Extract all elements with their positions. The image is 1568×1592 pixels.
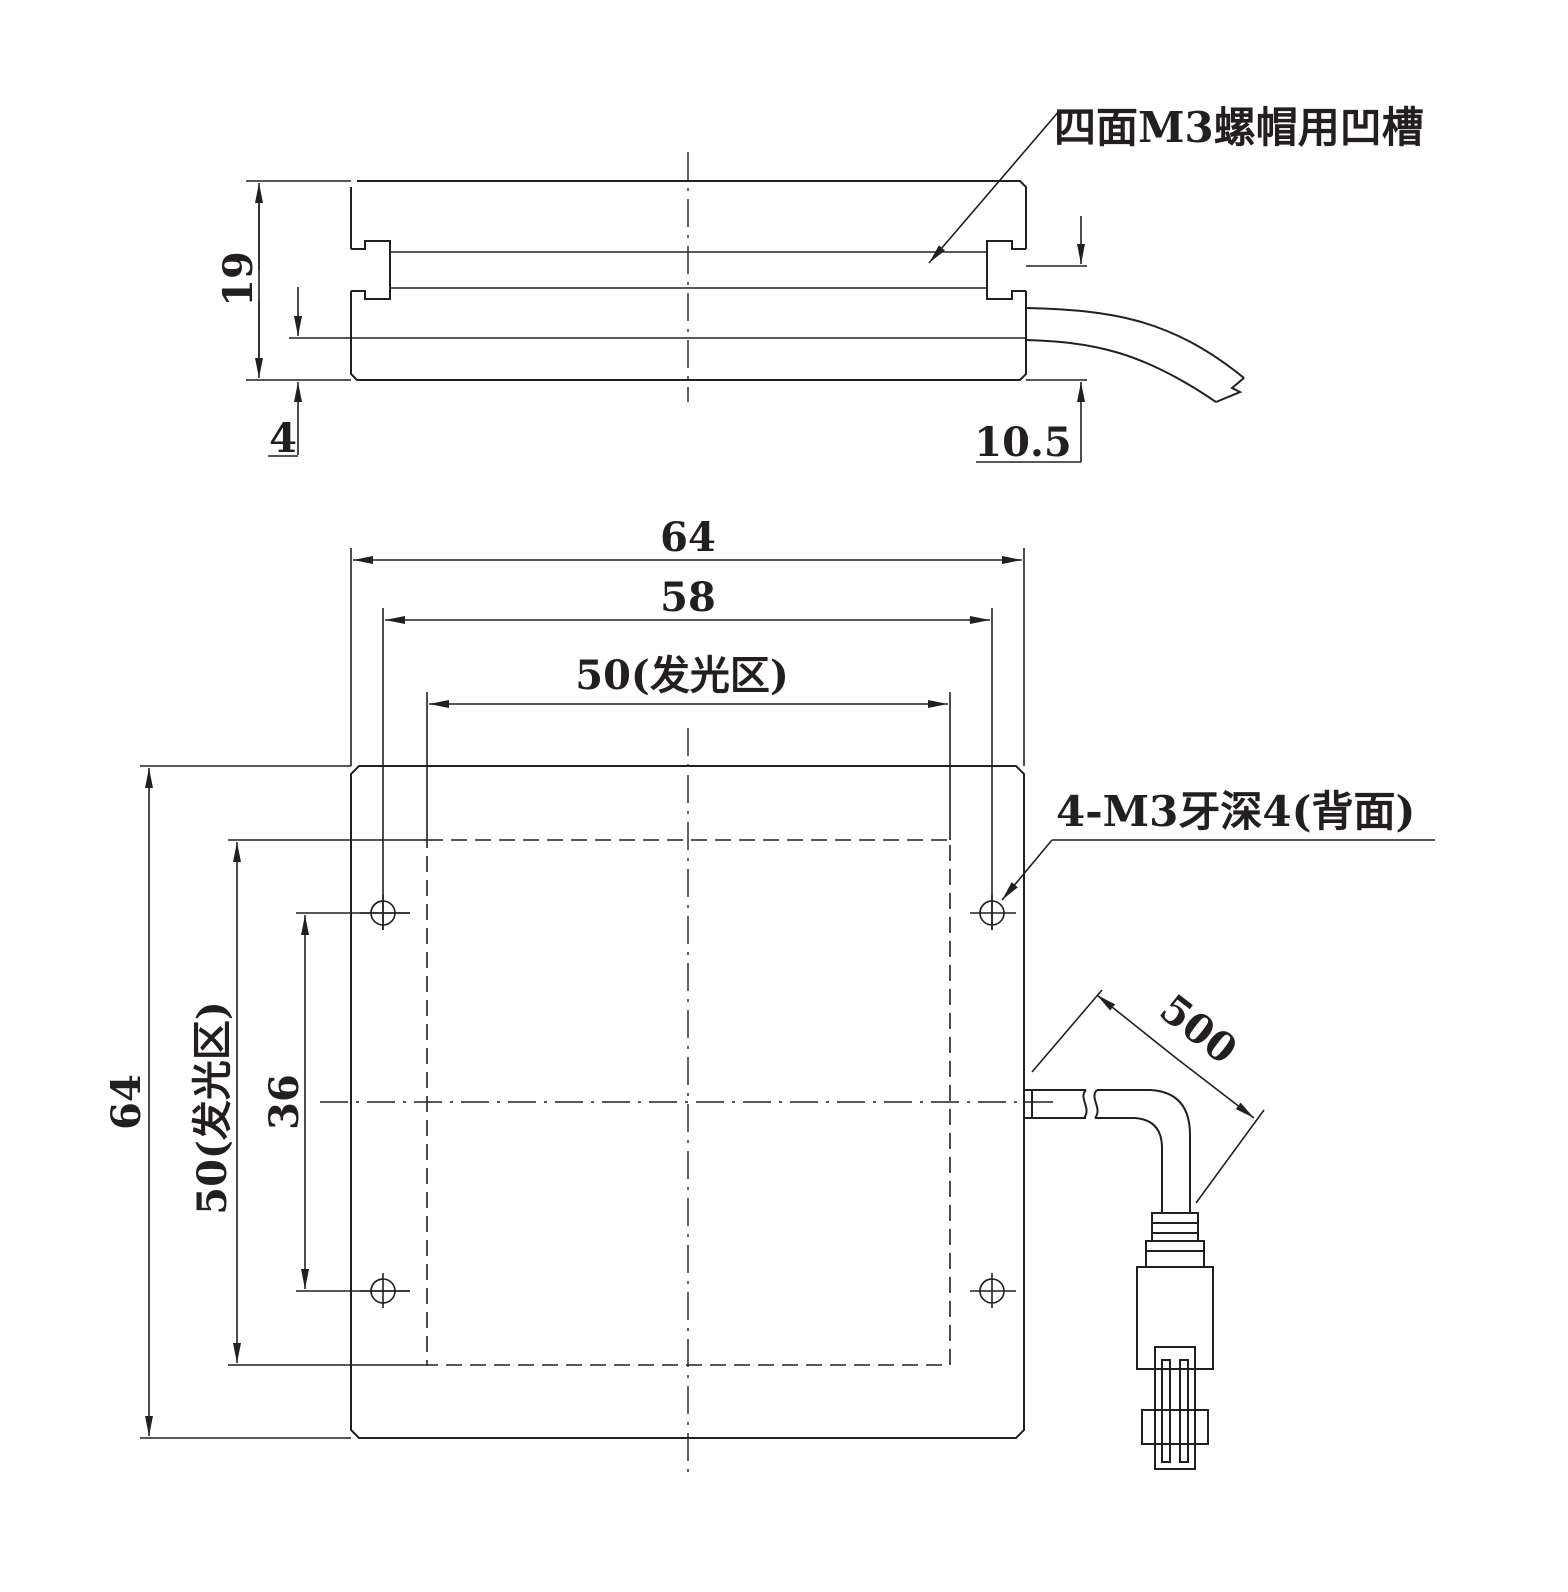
dim-label-emit-height: 50(发光区)	[189, 1001, 236, 1215]
dim-label-36: 36	[261, 1074, 308, 1130]
thread-note: 4-M3牙深4(背面)	[1056, 787, 1415, 836]
top-view: 19 4 10.5 四面M3螺帽用凹槽	[215, 103, 1424, 466]
mount-hole-bottom-left	[360, 1273, 410, 1308]
left-groove	[351, 240, 391, 300]
dim-label-height-64: 64	[103, 1074, 150, 1130]
dim-label-10-5: 10.5	[974, 419, 1071, 466]
right-groove	[986, 240, 1026, 300]
dim-label-emit-width: 50(发光区)	[575, 652, 789, 699]
mount-hole-bottom-right	[970, 1273, 1016, 1308]
dim-label-58: 58	[660, 574, 716, 621]
groove-note: 四面M3螺帽用凹槽	[1054, 103, 1424, 152]
front-view: 64 58 50(发光区) 64 50(发光区) 36	[103, 514, 1435, 1480]
mount-hole-top-right	[970, 895, 1016, 930]
groove-leader	[928, 109, 1061, 264]
mount-hole-top-left	[360, 895, 410, 930]
dim-label-cable-500: 500	[1151, 985, 1246, 1073]
dim-label-19: 19	[215, 251, 262, 307]
dim-label-width-64: 64	[660, 514, 716, 561]
front-body-outline	[350, 765, 1025, 1439]
connector	[1136, 1212, 1214, 1470]
dim-label-4: 4	[269, 415, 297, 462]
cable	[1023, 1089, 1191, 1213]
top-view-body-outline	[350, 180, 1027, 381]
top-cable	[1025, 307, 1245, 403]
